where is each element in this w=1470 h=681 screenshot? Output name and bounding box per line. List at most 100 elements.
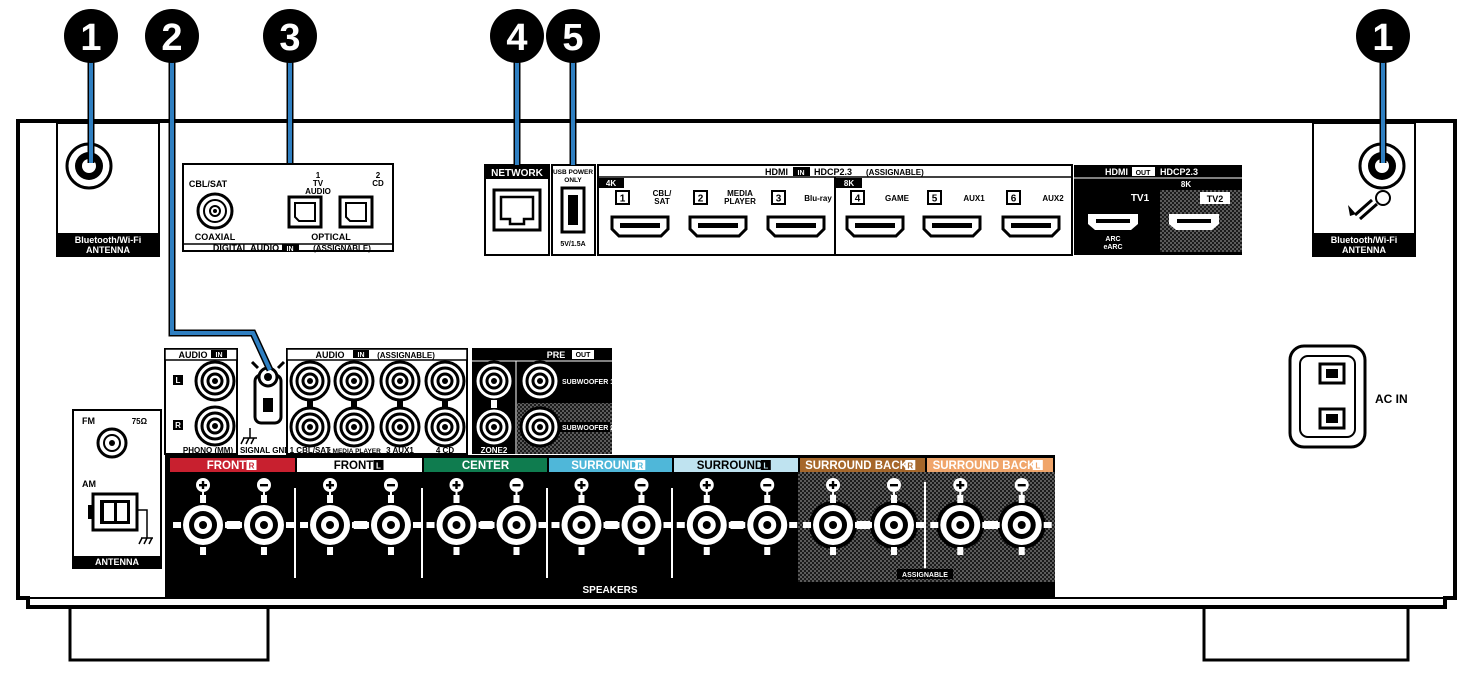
hdmi-in-port-label-2: SAT bbox=[654, 197, 670, 206]
bluetooth-wifi-antenna-left[interactable]: Bluetooth/Wi-Fi ANTENNA bbox=[56, 122, 160, 257]
speaker-channel-name: SURROUND bbox=[697, 460, 763, 472]
digital-cd-num: 2 bbox=[376, 171, 381, 180]
network-port[interactable]: NETWORK bbox=[484, 164, 550, 256]
antenna-right-label-2: ANTENNA bbox=[1342, 245, 1386, 255]
digital-tv-label: TV bbox=[313, 179, 324, 188]
optical-jack-tv[interactable] bbox=[287, 195, 323, 229]
hdmi-tag-4k: 4K bbox=[606, 179, 616, 188]
subwoofer2-label: SUBWOOFER 2 bbox=[562, 425, 614, 432]
analog-input-4[interactable]: 4 CD bbox=[424, 360, 466, 455]
analog-jack-right[interactable] bbox=[333, 406, 375, 448]
ground-icon bbox=[240, 428, 257, 445]
phono-header-badge: IN bbox=[216, 352, 223, 359]
usb-label-1: USB POWER bbox=[553, 169, 593, 176]
antenna-left-label-1: Bluetooth/Wi-Fi bbox=[75, 235, 141, 245]
hdmi-in-port-number: 6 bbox=[1011, 194, 1017, 205]
hdmi-connector[interactable] bbox=[688, 215, 748, 238]
hdmi-connector[interactable] bbox=[845, 215, 905, 238]
analog-jack-right[interactable] bbox=[379, 406, 421, 448]
coaxial-jack[interactable] bbox=[196, 192, 234, 230]
analog-input-label: 4 CD bbox=[436, 446, 454, 455]
analog-input-2[interactable]: 2 MEDIA PLAYER bbox=[327, 360, 381, 455]
am-label: AM bbox=[82, 479, 96, 489]
phono-in-panel: AUDIO IN L R PHONO (MM) bbox=[164, 348, 238, 455]
hdmi-in-title: HDMI bbox=[765, 167, 788, 177]
hdmi-in-port-label: GAME bbox=[885, 194, 910, 203]
speaker-channel-name: CENTER bbox=[462, 460, 510, 472]
ac-in-label: AC IN bbox=[1375, 392, 1408, 406]
pre-out-header: PRE bbox=[547, 350, 566, 360]
signal-ground-terminal[interactable]: SIGNAL GND bbox=[240, 360, 290, 455]
hdmi-in-port-number: 1 bbox=[620, 194, 626, 205]
digital-footer-label: DIGITAL AUDIO bbox=[213, 243, 279, 253]
bluetooth-wifi-antenna-right[interactable]: Bluetooth/Wi-Fi ANTENNA bbox=[1312, 122, 1416, 257]
analog-input-label: 1 CBL/SAT bbox=[290, 446, 331, 455]
fm-antenna-jack[interactable] bbox=[96, 427, 128, 459]
speaker-channel-name: SURROUND BACK bbox=[933, 460, 1037, 472]
phono-jack-left[interactable] bbox=[194, 360, 236, 402]
hdmi-tag-8k: 8K bbox=[844, 179, 854, 188]
optical-jack-cd[interactable] bbox=[338, 195, 374, 229]
speaker-channel-name: FRONT bbox=[207, 460, 247, 472]
hdmi-in-port-number: 5 bbox=[932, 194, 938, 205]
hdmi-connector[interactable] bbox=[610, 215, 670, 238]
analog-jack-left[interactable] bbox=[289, 360, 331, 402]
callout-number: 1 bbox=[80, 17, 101, 59]
phono-label: PHONO (MM) bbox=[183, 446, 234, 455]
fm-label: FM bbox=[82, 416, 95, 426]
zone2-jack-left[interactable] bbox=[473, 360, 515, 402]
usb-power-port[interactable]: USB POWER ONLY 5V/1.5A bbox=[551, 164, 596, 256]
ac-in-socket[interactable]: AC IN bbox=[1288, 344, 1408, 449]
subwoofer2-jack[interactable] bbox=[519, 406, 561, 448]
hdmi-out-tv1: TV1 bbox=[1131, 193, 1150, 204]
phono-right-marker: R bbox=[175, 421, 181, 430]
speaker-channel-name: FRONT bbox=[334, 460, 374, 472]
subwoofer1-jack[interactable] bbox=[519, 360, 561, 402]
analog-header-assignable: (ASSIGNABLE) bbox=[377, 351, 435, 360]
analog-input-1[interactable]: 1 CBL/SAT bbox=[289, 360, 331, 455]
digital-audio-in-panel: CBL/SAT COAXIAL 1 TV AUDIO 2 CD OPTICAL … bbox=[182, 163, 394, 253]
digital-optical-label: OPTICAL bbox=[311, 232, 351, 242]
hdmi-out-port-tv2[interactable] bbox=[1169, 214, 1219, 230]
hdmi-connector[interactable] bbox=[1001, 215, 1061, 238]
analog-jack-left[interactable] bbox=[424, 360, 466, 402]
analog-input-3[interactable]: 3 AUX1 bbox=[379, 360, 421, 455]
speaker-channel-side: R bbox=[637, 462, 643, 471]
callout-number: 2 bbox=[161, 17, 182, 59]
phono-jack-right[interactable] bbox=[194, 405, 236, 447]
hdmi-out-tv2: TV2 bbox=[1207, 194, 1224, 204]
hdmi-out-title: HDMI bbox=[1105, 167, 1128, 177]
speaker-channel-name: SURROUND bbox=[571, 460, 637, 472]
analog-header-badge: IN bbox=[358, 352, 365, 359]
digital-coaxial-label: COAXIAL bbox=[195, 232, 236, 242]
hdmi-connector[interactable] bbox=[766, 215, 826, 238]
antenna-connect-icon bbox=[1348, 190, 1391, 221]
callout-lines bbox=[87, 60, 1387, 372]
analog-jack-right[interactable] bbox=[424, 406, 466, 448]
analog-jack-left[interactable] bbox=[379, 360, 421, 402]
analog-jack-right[interactable] bbox=[289, 406, 331, 448]
hdmi-in-assignable: (ASSIGNABLE) bbox=[866, 168, 924, 177]
analog-input-label: 3 AUX1 bbox=[386, 446, 414, 455]
digital-audio-label: AUDIO bbox=[305, 187, 331, 196]
antenna-left-label-2: ANTENNA bbox=[86, 245, 130, 255]
zone2-jack-right[interactable] bbox=[473, 406, 515, 448]
digital-footer-assignable: (ASSIGNABLE) bbox=[313, 244, 371, 253]
hdmi-out-port-tv1[interactable] bbox=[1088, 214, 1138, 230]
hdmi-in-badge: IN bbox=[798, 170, 805, 177]
hdmi-connector[interactable] bbox=[922, 215, 982, 238]
am-antenna-terminal[interactable] bbox=[88, 492, 153, 545]
analog-input-label: 2 MEDIA PLAYER bbox=[327, 448, 381, 455]
analog-jack-left[interactable] bbox=[333, 360, 375, 402]
speaker-channel-side: L bbox=[376, 462, 381, 471]
